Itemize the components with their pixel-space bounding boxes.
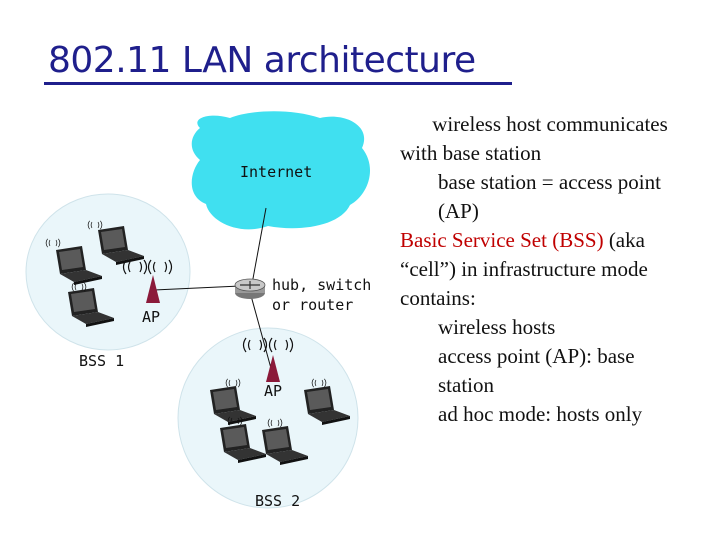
ap1-antenna-icon [146,275,160,303]
bullet-1-sub-line-1: base station = access point [438,170,661,194]
router-icon [234,278,266,299]
bss2-label: BSS 2 [255,492,300,510]
ap2-antenna-icon [266,355,280,382]
bullet-2-line-2: “cell”) in infrastructure mode [400,257,648,281]
link-router-ap2 [249,291,273,373]
bullet-2-sub-2-line-1: access point (AP): base [438,344,635,368]
bss-term: Basic Service Set (BSS) [400,228,604,252]
bullet-2-sub-3: ad hoc mode: hosts only [438,402,643,426]
bss1-area [25,193,191,351]
bullet-2-line-1-rest: (aka [603,228,645,252]
internet-label: Internet [240,163,312,181]
internet-cloud-icon [191,111,371,230]
bullet-list: wireless host communicates with base sta… [390,110,710,429]
bullet-2-sub-1: wireless hosts [438,315,556,339]
router-label-2: or router [272,296,353,314]
title-underline [44,82,512,85]
bss2-area [177,327,359,509]
link-ap1-router [153,285,241,291]
bullet-2-line-1: Basic Service Set (BSS) (aka [390,226,710,255]
bullet-1-line-2: with base station [400,141,542,165]
router-label-1: hub, switch [272,276,371,294]
bullet-1-line-1: wireless host communicates [432,112,668,136]
page-title: 802.11 LAN architecture [48,40,476,81]
bullet-2-sub-2-line-2: station [438,373,494,397]
bullet-2-line-3: contains: [400,286,476,310]
ap2-label: AP [264,382,282,400]
ap1-label: AP [142,308,160,326]
link-internet-router [251,207,267,285]
bss1-label: BSS 1 [79,352,124,370]
bullet-1-sub-line-2: (AP) [438,199,479,223]
